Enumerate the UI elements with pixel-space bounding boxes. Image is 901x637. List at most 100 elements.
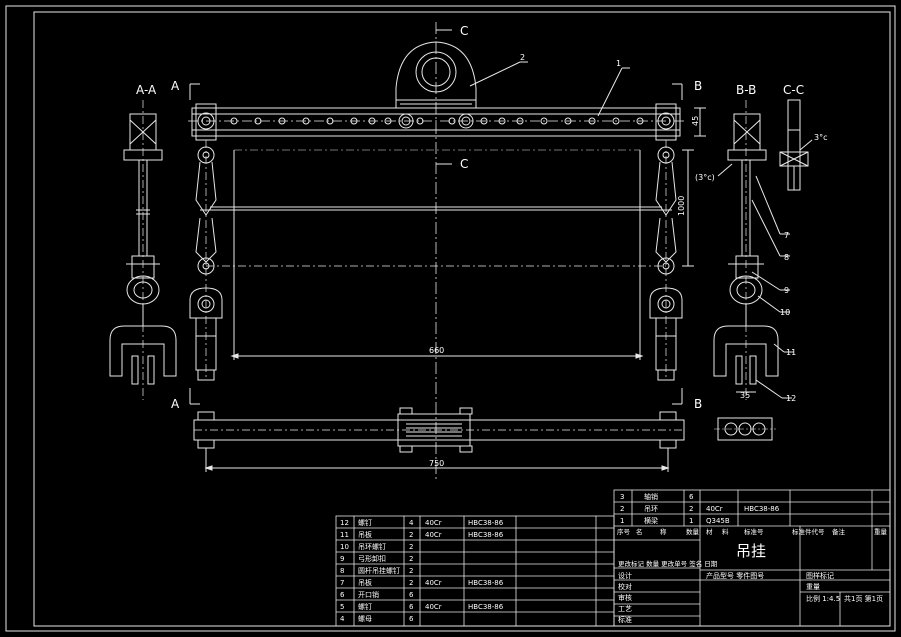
sign-label: 工艺 bbox=[618, 605, 632, 613]
parts-row-qty: 6 bbox=[409, 603, 414, 611]
parts-row-qty: 4 bbox=[409, 519, 414, 527]
view-labels: A A B B C C A-A B-B C-C bbox=[136, 24, 804, 411]
parts-row-no: 12 bbox=[340, 519, 349, 527]
callout-7: 7 bbox=[784, 231, 789, 240]
left-hanger bbox=[189, 140, 223, 381]
title-row-name: 横梁 bbox=[644, 516, 658, 525]
parts-row-name: 弓形卸扣 bbox=[358, 554, 386, 563]
parts-row-name: 螺钉 bbox=[358, 518, 372, 527]
title-block-text: 吊挂 产品型号 零件图号 更改标记 数量 更改单号 签名 日期 比例 1:4.5… bbox=[618, 542, 883, 603]
parts-row-no: 5 bbox=[340, 603, 344, 611]
section-b-b-view bbox=[713, 100, 794, 400]
label-c-top: C bbox=[460, 24, 468, 38]
title-top-rows: 3 轴销 6 2 吊环 2 40Cr HBC38-86 1 横梁 1 Q345B bbox=[620, 492, 780, 525]
sign-label: 审核 bbox=[618, 593, 632, 602]
title-row-name: 轴销 bbox=[644, 492, 658, 501]
bolt-plate-detail bbox=[714, 417, 776, 441]
parts-row-qty: 2 bbox=[409, 531, 413, 539]
header-cell: 备注 bbox=[832, 527, 846, 536]
parts-row-no: 10 bbox=[340, 543, 349, 551]
label-b-top: B bbox=[694, 79, 702, 93]
sign-label: 校对 bbox=[618, 582, 632, 591]
sign-label: 设计 bbox=[618, 571, 632, 580]
label-c-mid: C bbox=[460, 157, 468, 171]
parts-row-no: 7 bbox=[340, 579, 344, 587]
header-cell: 料 bbox=[722, 527, 729, 536]
callout-1: 1 bbox=[616, 59, 621, 68]
title-block bbox=[613, 489, 891, 627]
product-label: 产品型号 零件图号 bbox=[706, 571, 764, 580]
callout-12: 12 bbox=[786, 394, 796, 403]
sign-label: 标准 bbox=[618, 615, 632, 624]
parts-row-name: 开口销 bbox=[358, 590, 379, 599]
header-cell: 名 bbox=[636, 527, 643, 536]
callout-11: 11 bbox=[786, 348, 796, 357]
dim-750: 750 bbox=[429, 459, 444, 468]
header-cell: 重量 bbox=[874, 528, 888, 536]
beam-holes bbox=[230, 117, 644, 125]
title-row-qty: 6 bbox=[689, 493, 694, 501]
title-row-mat: 40Cr bbox=[706, 505, 723, 513]
outer-border bbox=[5, 5, 896, 632]
label-bb: B-B bbox=[736, 83, 756, 97]
parts-row-no: 11 bbox=[340, 531, 349, 539]
title-row-no: 1 bbox=[620, 517, 624, 525]
drawing-title: 吊挂 bbox=[736, 542, 766, 560]
title-row-qty: 2 bbox=[689, 505, 693, 513]
title-row-no: 3 bbox=[620, 493, 624, 501]
parts-row-std: HBC38-86 bbox=[468, 603, 504, 611]
scale-text: 比例 1:4.5 bbox=[806, 594, 840, 603]
mid-label: 更改标记 数量 更改单号 签名 日期 bbox=[618, 559, 718, 568]
parts-row-no: 6 bbox=[340, 591, 345, 599]
parts-row-name: 螺母 bbox=[358, 614, 372, 623]
label-b-bottom: B bbox=[694, 397, 702, 411]
front-view bbox=[188, 22, 706, 480]
label-aa: A-A bbox=[136, 83, 157, 97]
header-cell: 标准件代号 bbox=[792, 527, 825, 536]
parts-row-qty: 6 bbox=[409, 591, 414, 599]
parts-row-mat: 40Cr bbox=[425, 519, 442, 527]
sheet-text: 共1页 第1页 bbox=[844, 594, 883, 603]
parts-row-std: HBC38-86 bbox=[468, 579, 504, 587]
parts-row-mat: 40Cr bbox=[425, 579, 442, 587]
parts-row-name: 吊板 bbox=[358, 530, 372, 539]
header-cell: 数量 bbox=[686, 527, 700, 536]
label-cc: C-C bbox=[783, 83, 804, 97]
parts-row-std: HBC38-86 bbox=[468, 531, 504, 539]
title-row-no: 2 bbox=[620, 505, 624, 513]
section-a-a-view bbox=[109, 100, 177, 400]
parts-row-no: 4 bbox=[340, 615, 345, 623]
parts-row-no: 8 bbox=[340, 567, 344, 575]
parts-row-qty: 6 bbox=[409, 615, 414, 623]
callout-10: 10 bbox=[780, 308, 790, 317]
title-row-std: HBC38-86 bbox=[744, 505, 780, 513]
title-row-mat: Q345B bbox=[706, 517, 730, 525]
parts-row-no: 9 bbox=[340, 555, 344, 563]
weight-label: 重量 bbox=[806, 583, 820, 591]
parts-row-name: 螺钉 bbox=[358, 602, 372, 611]
callout-8: 8 bbox=[784, 253, 789, 262]
parts-row-mat: 40Cr bbox=[425, 531, 442, 539]
dim-angle-right: 3°c bbox=[814, 133, 828, 142]
title-row-name: 吊环 bbox=[644, 505, 658, 513]
label-a-top: A bbox=[171, 79, 180, 93]
header-cell: 序号 bbox=[617, 527, 631, 536]
parts-row-qty: 2 bbox=[409, 543, 413, 551]
header-cell: 标准号 bbox=[744, 527, 764, 536]
parts-row-qty: 2 bbox=[409, 555, 413, 563]
header-cell: 称 bbox=[660, 527, 667, 536]
callout-labels: 1 2 7 8 9 10 11 12 bbox=[520, 53, 796, 403]
title-row-qty: 1 bbox=[689, 517, 693, 525]
parts-row-qty: 2 bbox=[409, 579, 413, 587]
parts-row-std: HBC38-86 bbox=[468, 519, 504, 527]
dimension-labels: 45 1000 660 750 35 (3°c) 3°c bbox=[429, 116, 828, 468]
dim-45: 45 bbox=[691, 116, 700, 126]
header-cell: 材 bbox=[706, 527, 713, 536]
label-a-bottom: A bbox=[171, 397, 180, 411]
dim-660: 660 bbox=[429, 346, 444, 355]
callout-9: 9 bbox=[784, 286, 789, 295]
callout-2: 2 bbox=[520, 53, 525, 62]
right-hanger bbox=[649, 140, 683, 381]
